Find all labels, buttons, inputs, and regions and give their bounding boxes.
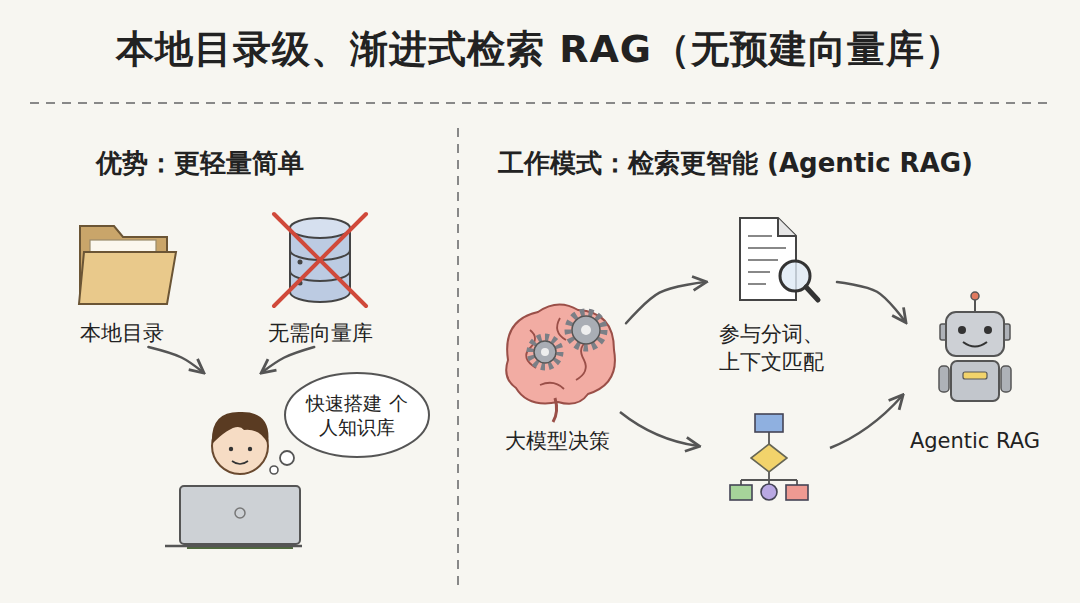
flowchart-icon-part [761,484,777,500]
flow-arrows-part [620,412,698,446]
database-node: 无需向量库 [262,210,378,347]
person-figure-part [248,447,252,451]
thought-bubble-part [280,451,294,465]
flow-arrow [837,282,905,321]
person-figure-part [232,461,248,464]
agent-node: Agentic RAG [905,288,1045,455]
thought-bubble-part [270,466,278,474]
node-label: Agentic RAG [910,427,1040,455]
divider-lines [30,103,1050,590]
section-heading: 优势：更轻量简单 [96,146,304,181]
flow-arrow [262,347,314,372]
flow-arrow [148,347,202,372]
magnifier-icon-part [806,287,818,300]
gear-icon [530,312,604,367]
robot-icon-part [939,366,949,392]
database-icon-part [298,260,303,265]
gear-icon-part [572,316,600,344]
document-node: 参与分词、 上下文匹配 [705,214,837,376]
robot-icon [939,292,1011,401]
cross-mark-part [274,214,366,306]
thought-bubble-part [285,373,429,457]
brain-icon-part [553,398,557,422]
cross-mark-part [274,214,366,306]
person-node: 快速搭建 个人知识库 [170,372,442,552]
person-figure-part [212,412,269,444]
flow-arrow [626,282,705,323]
gear-icon-part [541,348,549,356]
node-label: 快速搭建 个人知识库 [305,391,409,439]
llm-node: 大模型决策 [488,300,626,455]
robot-icon-part [958,326,966,334]
robot-icon-part [946,312,1004,356]
brain-icon [506,304,615,422]
gear-icon-part [534,341,556,363]
gear-icon-part [568,312,604,348]
divider-lines-part [30,102,1050,104]
flowchart-icon [730,414,808,500]
node-label: 大模型决策 [505,427,610,455]
folder-icon-part [79,252,176,304]
robot-icon-part [963,342,987,347]
laptop-icon-part [165,545,302,548]
node-label: 本地目录 [80,319,164,347]
gear-icon-part [530,337,560,367]
laptop-icon-part [235,508,245,518]
robot-icon-part [951,361,999,401]
database-icon-part [290,218,350,238]
flow-arrows-part [830,396,902,448]
flowchart-icon-part [741,432,797,485]
robot-icon-part [963,372,987,379]
laptop-icon [165,486,302,546]
divider-lines-part [457,128,459,590]
section-heading: 工作模式：检索更智能 (Agentic RAG) [498,146,973,181]
gear-icon-part [581,325,591,335]
node-label: 无需向量库 [268,319,373,347]
magnifier-icon [780,261,818,300]
flowchart-icon-part [730,485,752,500]
laptop-icon-part [180,486,300,544]
robot-icon-part [984,326,992,334]
node-label: 参与分词、 上下文匹配 [715,320,827,376]
robot-icon-part [1001,366,1011,392]
flowchart-icon-part [751,444,787,472]
flow-arrows [620,396,902,448]
cross-mark [274,214,366,306]
folder-icon [79,226,176,304]
folder-node: 本地目录 [62,212,182,347]
thought-bubble [270,373,429,474]
flowchart-icon-part [786,485,808,500]
database-icon-part [290,250,350,281]
brain-icon-part [506,304,615,403]
person-figure-part [229,447,233,451]
document-icon-part [778,218,796,236]
robot-icon-part [971,292,979,300]
diagram-title: 本地目录级、渐进式检索 RAG（无预建向量库） [0,24,1080,75]
flowchart-icon-part [755,414,783,432]
